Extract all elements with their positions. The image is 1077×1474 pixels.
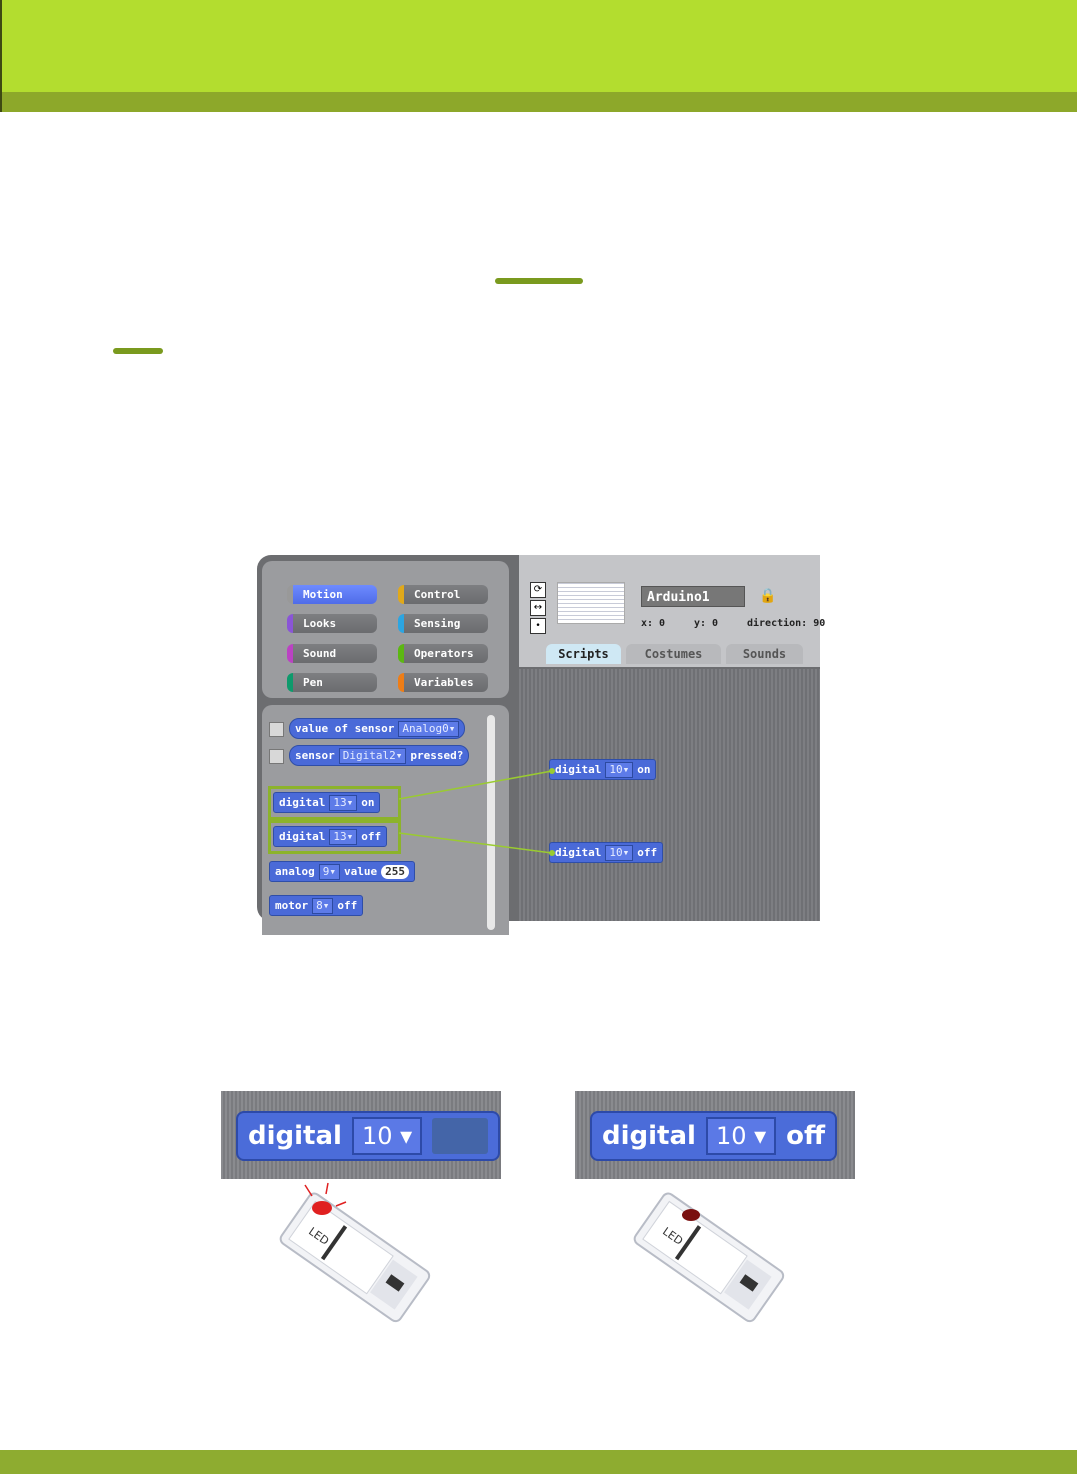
value-input[interactable]: 255	[381, 864, 409, 879]
led-lit	[312, 1201, 332, 1215]
category-panel: Motion Looks Sound Pen Control Sensing O…	[262, 561, 509, 698]
category-looks[interactable]: Looks	[287, 614, 377, 633]
category-motion[interactable]: Motion	[287, 585, 377, 604]
tab-costumes[interactable]: Costumes	[626, 644, 721, 664]
script-digital-off-block[interactable]: digital 10▾ off	[549, 842, 664, 863]
category-operators[interactable]: Operators	[398, 644, 488, 663]
pin-dropdown[interactable]: 9▾	[318, 863, 340, 880]
direction-readout: direction: 90	[747, 618, 826, 629]
value-of-sensor-block[interactable]: value of sensor Analog0▾	[289, 718, 466, 739]
digital-off-block[interactable]: digital 13▾ off	[273, 826, 388, 847]
big-block-off-pane: digital 10 ▾ off	[575, 1091, 855, 1179]
digital-on-block[interactable]: digital 13▾ on	[273, 792, 381, 813]
footer-bar	[0, 1450, 1077, 1474]
pin-dropdown[interactable]: 8▾	[312, 897, 334, 914]
pin-dropdown[interactable]: 10 ▾	[351, 1117, 423, 1155]
digital-pin-dropdown[interactable]: Digital2▾	[338, 747, 407, 764]
sensor-pressed-block[interactable]: sensor Digital2▾ pressed?	[289, 745, 470, 766]
reporter-checkbox[interactable]	[269, 722, 284, 737]
sprite-name-field[interactable]: Arduino1	[641, 586, 745, 607]
pin-dropdown[interactable]: 10▾	[605, 761, 634, 778]
led-unlit	[682, 1209, 700, 1221]
title-underline	[495, 278, 583, 284]
big-digital-off-block[interactable]: digital 10 ▾ off	[590, 1111, 838, 1161]
glow-ray	[325, 1182, 329, 1195]
glow-ray	[335, 1201, 347, 1207]
connector-dot	[549, 768, 555, 774]
tab-sounds[interactable]: Sounds	[726, 644, 803, 664]
script-area[interactable]: digital 10▾ on digital 10▾ off	[519, 669, 820, 921]
script-digital-on-block[interactable]: digital 10▾ on	[549, 759, 657, 780]
reporter-checkbox[interactable]	[269, 749, 284, 764]
header-bar	[0, 0, 1077, 92]
led-module-on: LED	[279, 1182, 431, 1323]
category-sensing[interactable]: Sensing	[398, 614, 488, 633]
no-rotate-icon[interactable]: •	[530, 618, 546, 634]
motor-block[interactable]: motor 8▾ off	[269, 895, 364, 916]
sprite-thumbnail	[557, 582, 625, 624]
palette-scrollbar[interactable]	[487, 715, 495, 930]
category-variables[interactable]: Variables	[398, 673, 488, 692]
highlight-box-on	[268, 786, 401, 820]
connector-lines	[398, 768, 555, 856]
connector-off	[398, 832, 553, 854]
rotate-style-icon[interactable]: ⟳	[530, 582, 546, 598]
category-control[interactable]: Control	[398, 585, 488, 604]
header-band	[0, 92, 1077, 112]
blank-state-slot	[432, 1118, 489, 1154]
pin-dropdown[interactable]: 13▾	[329, 794, 358, 811]
category-pen[interactable]: Pen	[287, 673, 377, 692]
highlight-box-off	[268, 820, 401, 854]
glow-ray	[304, 1184, 313, 1197]
section-dash	[113, 348, 163, 354]
pin-dropdown[interactable]: 10 ▾	[705, 1117, 777, 1155]
flip-style-icon[interactable]: ↔	[530, 600, 546, 616]
connector-on	[398, 770, 553, 800]
category-sound[interactable]: Sound	[287, 644, 377, 663]
tab-scripts[interactable]: Scripts	[546, 644, 621, 664]
big-digital-on-block[interactable]: digital 10 ▾	[236, 1111, 501, 1161]
block-palette: value of sensor Analog0▾ sensor Digital2…	[262, 705, 509, 935]
big-block-on-pane: digital 10 ▾	[221, 1091, 501, 1179]
pin-dropdown[interactable]: 13▾	[329, 828, 358, 845]
analog-block[interactable]: analog 9▾ value 255	[269, 861, 415, 882]
lock-icon[interactable]: 🔒	[759, 588, 777, 604]
scratch-screenshot: Motion Looks Sound Pen Control Sensing O…	[257, 555, 825, 935]
y-position: y: 0	[694, 618, 719, 629]
pin-dropdown[interactable]: 10▾	[605, 844, 634, 861]
x-position: x: 0	[641, 618, 666, 629]
header-edge	[0, 0, 2, 112]
sensor-dropdown[interactable]: Analog0▾	[398, 720, 460, 737]
led-module-off: LED	[633, 1192, 785, 1323]
connector-dot	[549, 850, 555, 856]
